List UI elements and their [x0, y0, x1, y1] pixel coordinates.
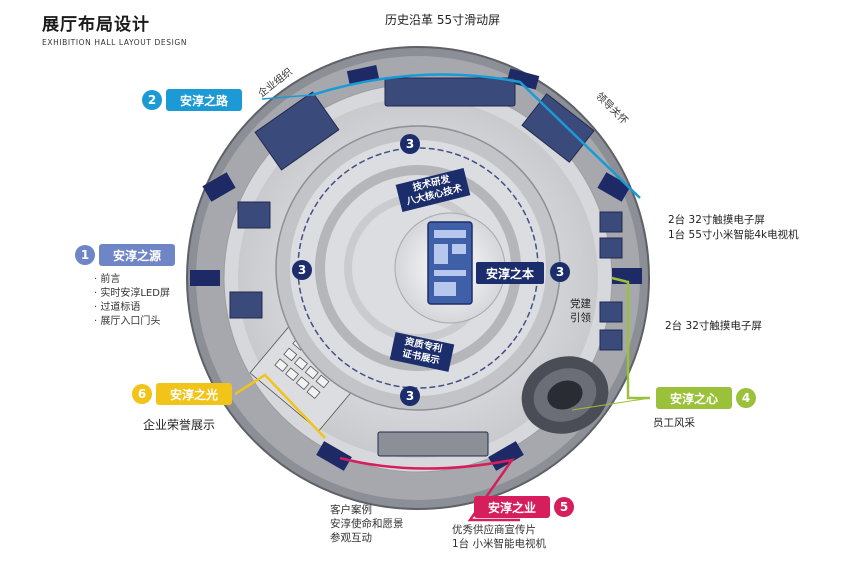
- zone5-left-item: 安淳使命和愿景: [330, 518, 404, 530]
- zone6-caption: 企业荣誉展示: [143, 418, 216, 432]
- screens-label-a1: 2台 32寸触摸电子屏: [668, 214, 765, 226]
- zone3-marker: 3: [550, 262, 570, 282]
- zone-badge-2[interactable]: 2 安淳之路: [142, 89, 246, 111]
- zone1-item: · 展厅入口门头: [94, 316, 161, 327]
- zone-label-1: 安淳之源: [99, 244, 176, 266]
- page-subtitle: EXHIBITION HALL LAYOUT DESIGN: [42, 38, 188, 47]
- zone5-right-list: 优秀供应商宣传片 1台 小米智能电视机: [452, 523, 546, 551]
- zone-number-2: 2: [142, 90, 162, 110]
- center-display-detail: [434, 230, 466, 296]
- zone4-line: [611, 276, 650, 400]
- zone1-item: · 实时安淳LED屏: [94, 288, 170, 299]
- zone-number-4: 4: [736, 388, 757, 408]
- zone-badge-1[interactable]: 1 安淳之源: [75, 244, 179, 266]
- zone6-line: [234, 373, 326, 439]
- zone5-right-item: 1台 小米智能电视机: [452, 538, 547, 550]
- zone1-list: · 前言 · 实时安淳LED屏 · 过道标语 · 展厅入口门头: [94, 273, 170, 329]
- screens-label-b: 2台 32寸触摸电子屏: [665, 320, 762, 332]
- zone5-left-list: 客户案例 安淳使命和愿景 参观互动: [330, 503, 404, 545]
- zone1-item: · 前言: [94, 274, 121, 285]
- zone4-leader: [571, 397, 651, 411]
- zone3-marker: 3: [400, 386, 420, 406]
- zone-badge-6[interactable]: 6 安淳之光: [132, 383, 236, 405]
- zone5-right-item: 优秀供应商宣传片: [452, 524, 536, 536]
- zone5-left-item: 参观互动: [330, 532, 372, 544]
- top-label: 历史沿革 55寸滑动屏: [385, 13, 501, 27]
- screens-label-a2: 1台 55寸小米智能4k电视机: [668, 229, 799, 241]
- zone3-marker: 3: [292, 260, 312, 280]
- zone-label-2: 安淳之路: [166, 89, 243, 111]
- party-label-1: 党建: [570, 298, 591, 310]
- zone2-line: [311, 73, 641, 199]
- zone-badge-5[interactable]: 安淳之业 5: [470, 496, 575, 518]
- zone2-leader: [261, 94, 313, 100]
- zone-number-5: 5: [554, 497, 575, 517]
- wall-panels: [229, 77, 623, 457]
- zone-number-6: 6: [132, 384, 152, 404]
- zone1-item: · 过道标语: [94, 302, 141, 313]
- zone-label-5: 安淳之业: [474, 496, 551, 518]
- zone-label-3[interactable]: 安淳之本: [476, 262, 545, 284]
- zone-label-6: 安淳之光: [156, 383, 233, 405]
- zone-badge-4[interactable]: 安淳之心 4: [652, 387, 757, 409]
- zone5-left-item: 客户案例: [330, 504, 372, 516]
- page-title: 展厅布局设计: [42, 15, 150, 35]
- zone-label-4: 安淳之心: [656, 387, 733, 409]
- zone-number-1: 1: [75, 245, 95, 265]
- zone4-caption: 员工风采: [653, 417, 695, 429]
- zone5-line: [339, 456, 520, 522]
- party-label-2: 引领: [570, 312, 591, 324]
- zone3-marker: 3: [400, 134, 420, 154]
